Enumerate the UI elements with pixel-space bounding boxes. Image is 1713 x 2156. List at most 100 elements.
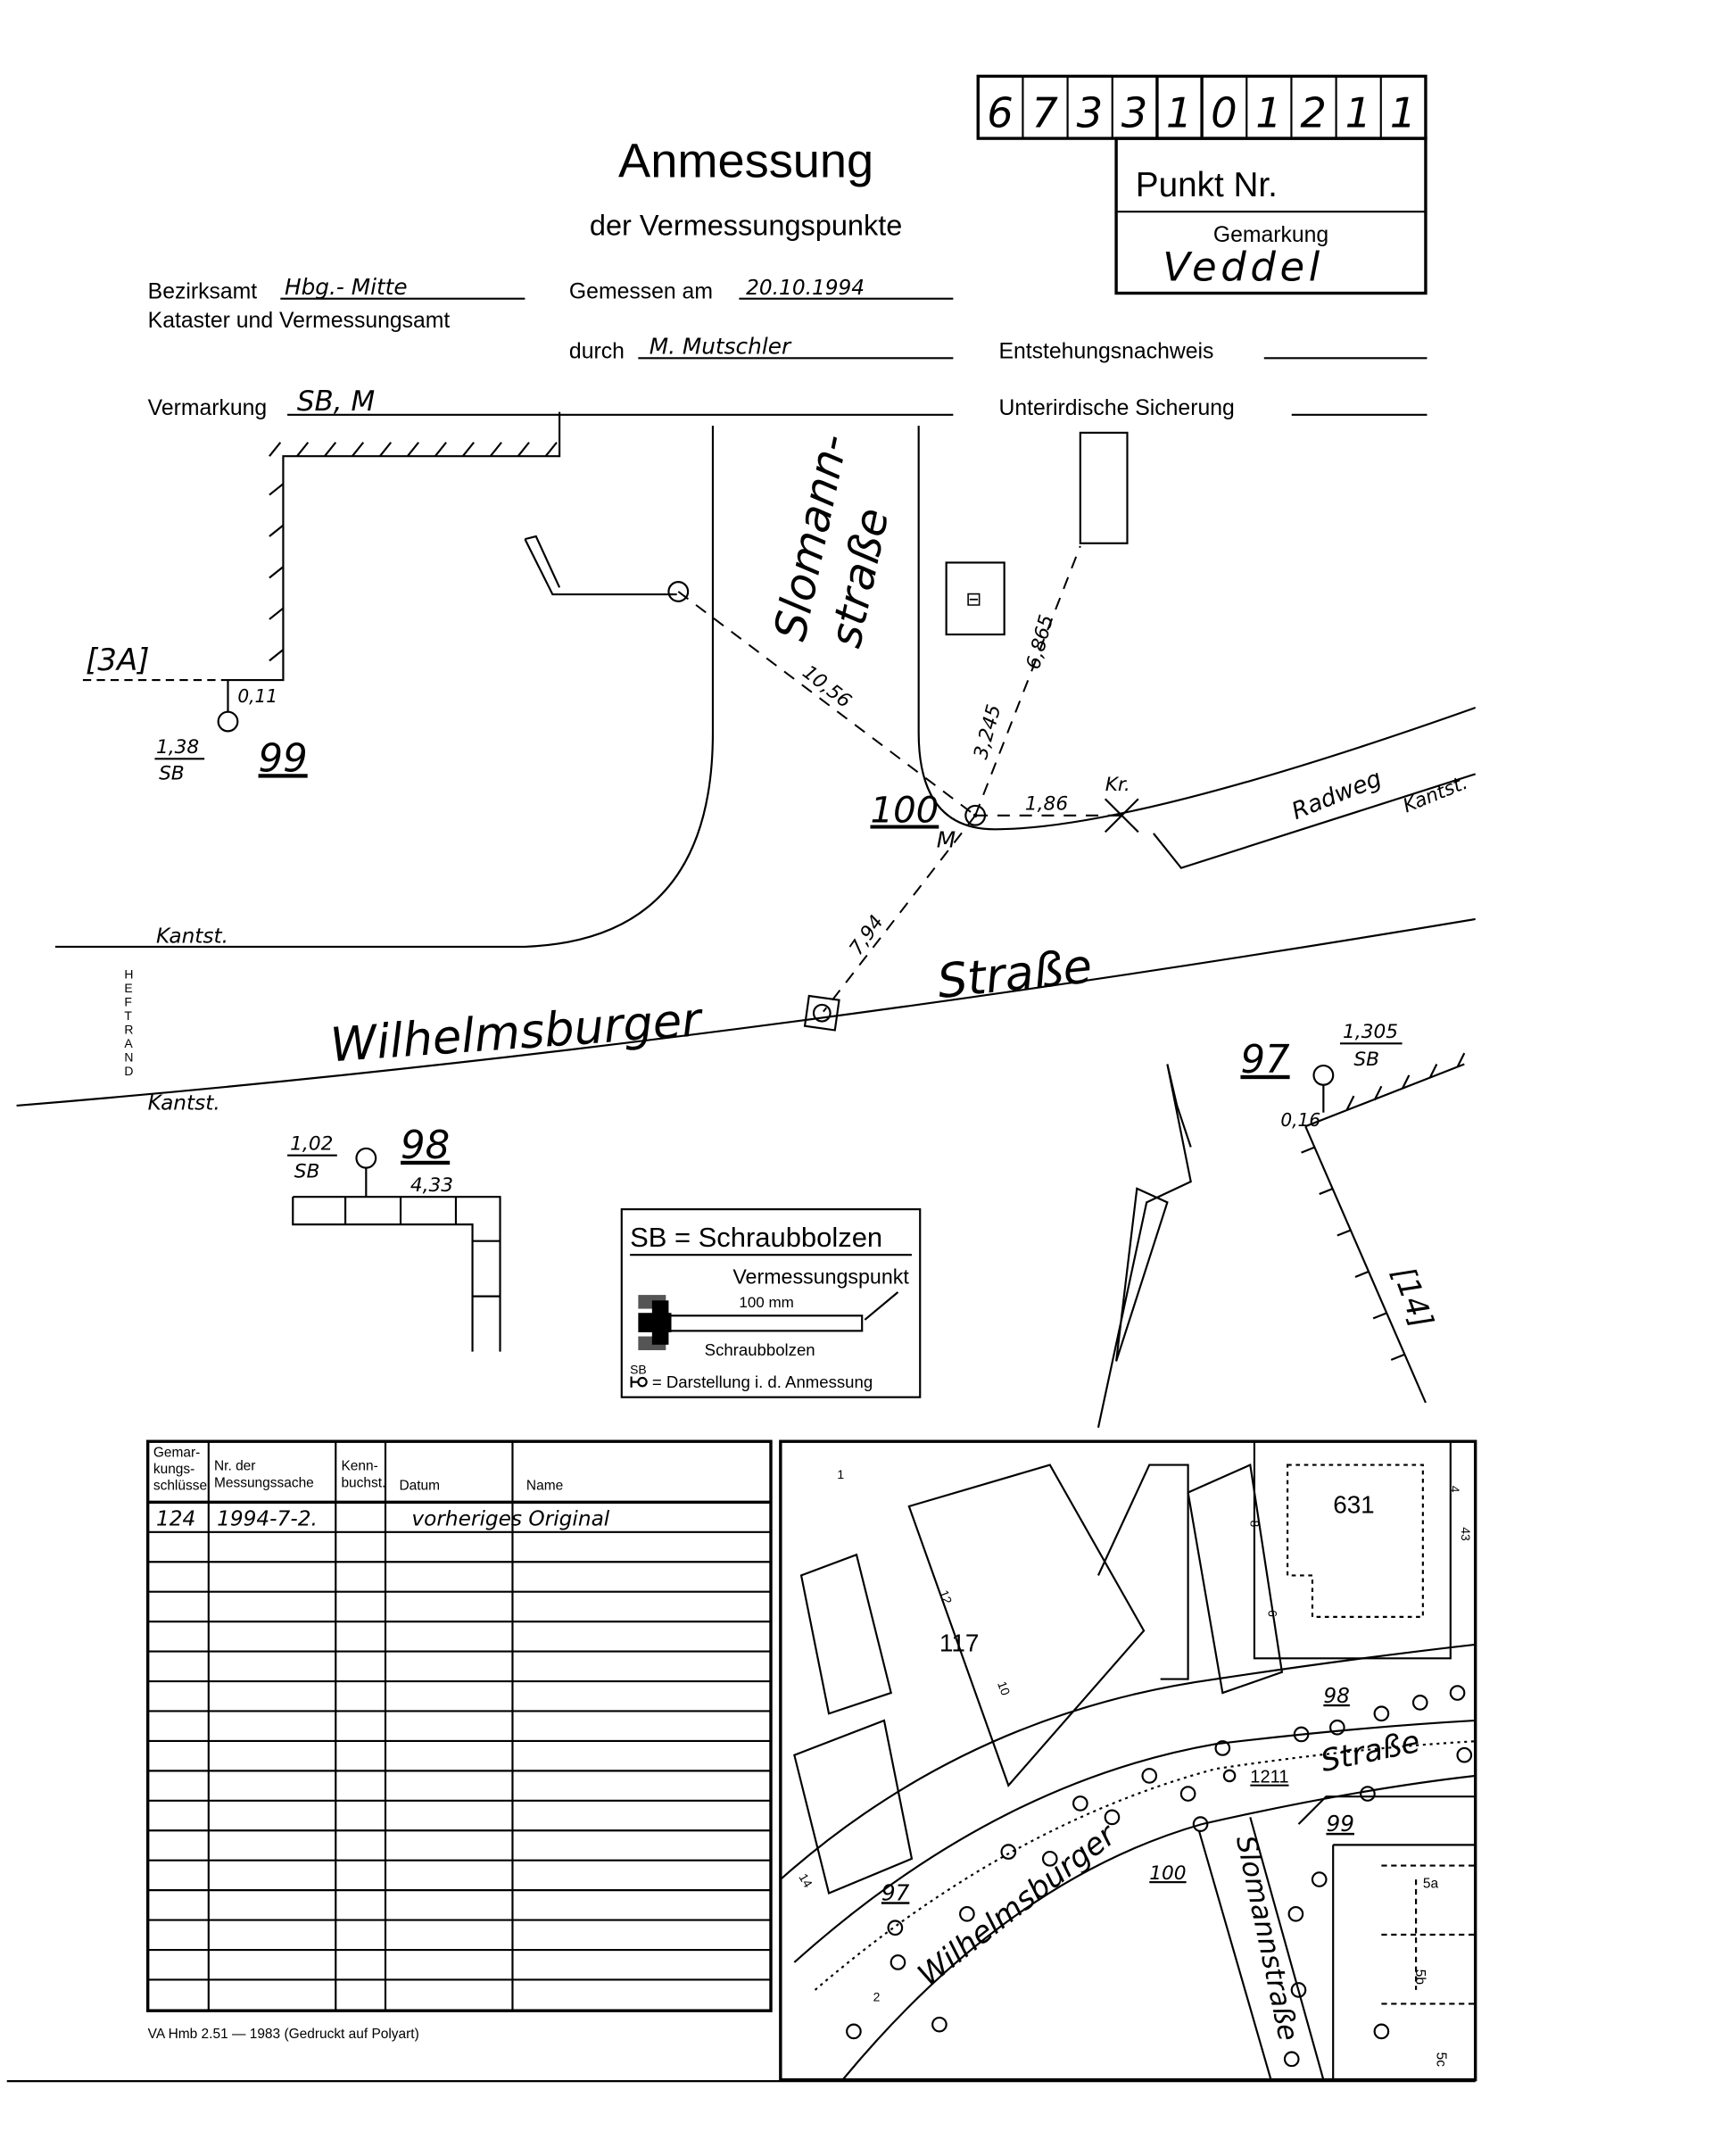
point-digit: 0 xyxy=(1211,89,1237,137)
kataster-label: Kataster und Vermessungsamt xyxy=(148,309,451,333)
p98-number: 98 xyxy=(401,1124,450,1168)
tree-icon xyxy=(1293,1726,1310,1743)
map-label: 5a xyxy=(1423,1876,1439,1891)
tree-icon xyxy=(959,1905,975,1922)
tree-icon xyxy=(1214,1740,1231,1756)
table-header: Gemar- xyxy=(153,1445,200,1460)
table-header: Kenn- xyxy=(341,1459,377,1474)
heftrand-letter: F xyxy=(124,994,132,1008)
kantst-2: Kantst. xyxy=(148,1091,220,1115)
p98-frac-bot: SB xyxy=(294,1160,320,1182)
form-fields: Bezirksamt Hbg.- Mitte Kataster und Verm… xyxy=(124,274,1428,1078)
table-header: Name xyxy=(526,1478,563,1493)
tree-icon xyxy=(1141,1768,1158,1784)
map-label: 8 xyxy=(1247,1520,1262,1527)
bezirksamt-label: Bezirksamt xyxy=(148,280,258,304)
table-header: kungs- xyxy=(153,1462,194,1477)
table-cell: 1994-7-2. xyxy=(217,1507,318,1531)
label-3a: [3A] xyxy=(86,643,150,678)
p97-frac-top: 1,305 xyxy=(1343,1021,1398,1043)
table-header: Nr. der xyxy=(214,1459,255,1474)
table-cell: vorheriges Original xyxy=(411,1507,609,1531)
gemessen-label: Gemessen am xyxy=(569,280,713,304)
point-digit: 6 xyxy=(987,89,1014,137)
heftrand-letter: T xyxy=(124,1008,132,1023)
tree-icon xyxy=(1179,1786,1196,1802)
heftrand-letter: D xyxy=(124,1064,133,1078)
building-symbol: ⊟ xyxy=(965,587,981,609)
p99-frac-top: 1,38 xyxy=(156,736,199,759)
signature: M. Mutschler xyxy=(650,334,792,360)
p99-dist: 0,11 xyxy=(237,685,277,707)
label-14: [14] xyxy=(1385,1262,1439,1332)
p99-number: 99 xyxy=(259,736,308,781)
tree-icon xyxy=(846,2023,862,2040)
point-digit: 3 xyxy=(1077,89,1104,137)
kr-label: Kr. xyxy=(1105,774,1130,796)
point-digit: 1 xyxy=(1390,89,1417,137)
heftrand-letter: A xyxy=(124,1036,133,1050)
legend-title: SB = Schraubbolzen xyxy=(630,1222,882,1253)
page-subtitle: der Vermessungspunkte xyxy=(590,209,903,241)
p100-mark: M xyxy=(937,826,956,852)
point-digit: 3 xyxy=(1121,89,1148,137)
p100-number: 100 xyxy=(870,791,939,832)
point-digit: 1 xyxy=(1255,89,1282,137)
map-p99: 99 xyxy=(1326,1811,1354,1837)
heftrand-letter: N xyxy=(124,1049,133,1064)
heftrand-letter: H xyxy=(124,967,133,982)
point-digit: 7 xyxy=(1031,89,1058,137)
heftrand-letter: R xyxy=(124,1022,133,1036)
p98-frac-top: 1,02 xyxy=(290,1133,333,1156)
gemarkung-value: Veddel xyxy=(1163,244,1324,291)
tree-icon xyxy=(1072,1795,1088,1812)
legend-length: 100 mm xyxy=(739,1294,793,1311)
tree-icon xyxy=(1311,1871,1328,1887)
kantst-3: Kantst. xyxy=(1400,772,1470,817)
unterirdisch-label: Unterirdische Sicherung xyxy=(998,396,1234,420)
dist-6865: 6,865 xyxy=(1022,612,1058,671)
tree-icon xyxy=(1000,1844,1017,1860)
map-label: 117 xyxy=(939,1629,979,1657)
table-cell: 124 xyxy=(156,1507,195,1531)
map-label: 12 xyxy=(937,1588,955,1606)
map-label: 14 xyxy=(796,1870,815,1890)
point-digit: 1 xyxy=(1345,89,1372,137)
table-header: Datum xyxy=(399,1478,440,1493)
legend-vermessungspunkt: Vermessungspunkt xyxy=(732,1265,909,1289)
legend-box: SB = Schraubbolzen Vermessungspunkt 100 … xyxy=(620,1208,922,1398)
legend-darstellung: = Darstellung i. d. Anmessung xyxy=(652,1372,873,1391)
dist-1056: 10,56 xyxy=(798,661,855,713)
map-label: 631 xyxy=(1333,1491,1374,1519)
map-p100: 100 xyxy=(1149,1862,1186,1885)
punkt-nr-label: Punkt Nr. xyxy=(1136,166,1278,204)
p97-number: 97 xyxy=(1240,1038,1290,1082)
tree-icon xyxy=(1041,1851,1058,1867)
tree-icon xyxy=(1104,1809,1121,1826)
tree-icon xyxy=(1411,1695,1428,1711)
entstehung-label: Entstehungsnachweis xyxy=(998,339,1213,363)
p99-frac-bot: SB xyxy=(159,763,185,785)
radweg: Radweg xyxy=(1288,766,1386,825)
map-label: 6 xyxy=(1265,1610,1279,1617)
tree-icon xyxy=(1449,1685,1466,1701)
legend-symbol-label: SB xyxy=(630,1362,647,1376)
legend-bolt: Schraubbolzen xyxy=(705,1340,815,1359)
page-title: Anmessung xyxy=(618,134,873,187)
table-header: buchst. xyxy=(341,1475,385,1490)
tree-icon xyxy=(890,1954,906,1970)
tree-icon xyxy=(1287,1905,1304,1922)
p98-dist: 4,33 xyxy=(410,1174,453,1197)
map-label: 43 xyxy=(1459,1527,1473,1541)
tree-icon xyxy=(931,2016,948,2033)
map-p1211: 1211 xyxy=(1250,1768,1288,1787)
map-label: 5b xyxy=(1412,1969,1428,1985)
kantst-1: Kantst. xyxy=(156,924,228,948)
map-label: 10 xyxy=(995,1679,1013,1697)
tree-icon xyxy=(1373,2023,1390,2040)
bezirksamt-value: Hbg.- Mitte xyxy=(285,274,408,300)
